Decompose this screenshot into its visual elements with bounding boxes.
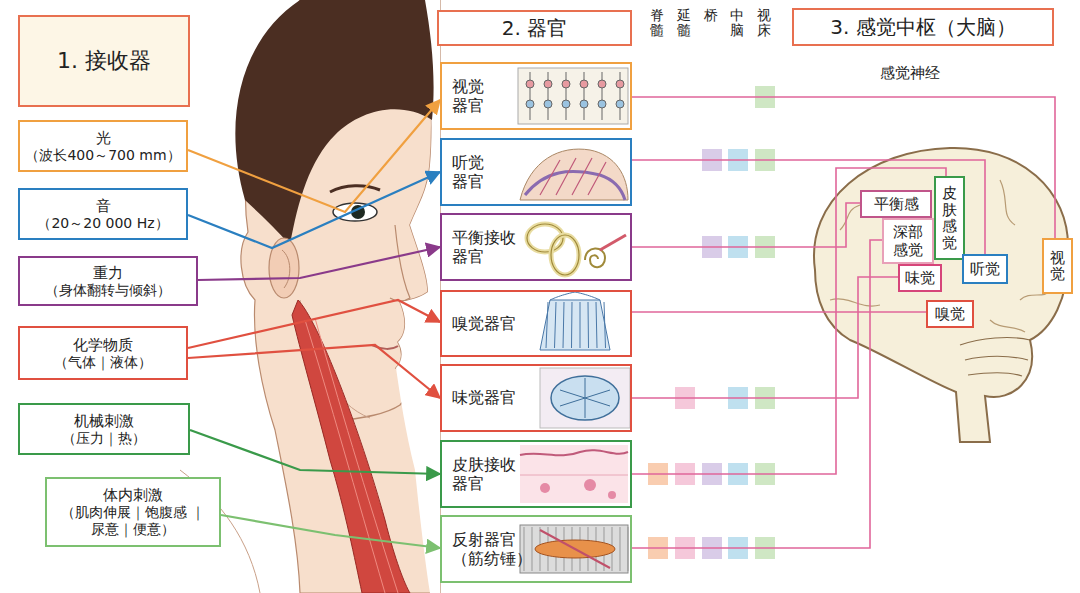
nose: [390, 225, 410, 301]
node-title: 视觉器官: [452, 77, 486, 115]
stimulus-arrow: [221, 515, 440, 548]
cortex-area: 深部感觉: [882, 218, 934, 264]
sensory-nerve: [632, 277, 898, 398]
node-note: （压力｜热）: [62, 430, 146, 447]
cortex-area: 平衡感: [860, 190, 932, 218]
node-title: 反射器官: [452, 530, 516, 549]
stimulus-arrow: [188, 172, 440, 248]
organ-box: 反射器官（筋纺锤）: [440, 515, 632, 583]
stimulus-box: 体内刺激（肌肉伸展｜饱腹感 ｜尿意｜便意）: [45, 477, 221, 547]
node-title: 皮肤感觉: [942, 185, 957, 251]
node-title: 体内刺激: [103, 486, 163, 504]
organ-box: 嗅觉器官: [440, 290, 632, 357]
node-title: 2. 器官: [502, 16, 567, 40]
eyebrow: [330, 186, 380, 192]
tastebud-illustration: [540, 368, 630, 428]
node-title: 化学物质: [73, 336, 133, 354]
retina-illustration: [518, 68, 628, 124]
stimulus-arrow: [190, 430, 440, 474]
sensory-nerve: [632, 203, 860, 247]
stimulus-arrow: [188, 345, 440, 398]
stimulus-box: 音（20～20 000 Hz）: [18, 188, 188, 240]
node-title: 机械刺激: [74, 412, 134, 430]
node-note: （身体翻转与倾斜）: [45, 282, 171, 299]
node-note: （筋纺锤）: [452, 549, 532, 568]
cortex-area: 皮肤感觉: [934, 176, 965, 260]
organ-box: 皮肤接收器官: [440, 440, 632, 508]
stimulus-arrow: [188, 100, 440, 212]
relay-marks: [648, 86, 775, 559]
vestibular-illustration: [527, 224, 626, 275]
ear-inner: [282, 250, 290, 288]
cortex-area: 听觉: [962, 254, 1008, 284]
section-heading: 3. 感觉中枢（大脑）: [792, 8, 1054, 46]
sensory-nerve: [632, 240, 882, 548]
stimulus-arrow: [198, 247, 440, 280]
organ-box: 视觉器官: [440, 62, 632, 130]
neck-muscle-fibre: [305, 318, 398, 593]
sensory-nerve: [632, 311, 926, 313]
column-header: 中脑: [730, 8, 744, 39]
cortex-area: 视觉: [1042, 238, 1073, 294]
node-title: 平衡接收器官: [452, 228, 519, 266]
node-title: 嗅觉器官: [452, 314, 516, 333]
section-heading: 2. 器官: [437, 10, 632, 46]
organ-box: 平衡接收器官: [440, 213, 632, 281]
stimulus-box: 化学物质（气体｜液体）: [18, 326, 188, 380]
sensory-nerve: [632, 168, 946, 474]
organ-box: 味觉器官: [440, 364, 632, 432]
node-title: 音: [96, 197, 111, 215]
column-header: 脊髓: [650, 8, 664, 39]
node-note: （波长400～700 mm）: [25, 147, 180, 164]
stimulus-box: 重力（身体翻转与倾斜）: [18, 256, 198, 306]
node-title: 深部感觉: [888, 223, 928, 259]
cortex-area: 味觉: [898, 264, 942, 292]
node-title: 光: [96, 129, 111, 147]
node-note: （气体｜液体）: [54, 354, 152, 371]
skin-illustration: [520, 445, 628, 503]
node-title: 皮肤接收器官: [452, 455, 519, 493]
node-title: 听觉: [970, 260, 1000, 278]
section-heading: 1. 接收器: [18, 15, 190, 107]
spindle-illustration: [520, 525, 628, 573]
stimulus-arrow: [188, 300, 440, 348]
stimulus-box: 机械刺激（压力｜热）: [18, 403, 190, 455]
column-header: 桥: [704, 8, 718, 23]
node-title: 味觉: [905, 269, 935, 287]
node-note: （20～20 000 Hz）: [37, 215, 168, 232]
node-title: 嗅觉: [935, 305, 965, 323]
cochlea-illustration: [520, 149, 628, 200]
neck-muscle: [292, 300, 410, 593]
node-title: 重力: [93, 264, 123, 282]
node-title: 平衡感: [874, 195, 919, 213]
annotation: 感觉神经: [880, 64, 940, 83]
column-header: 视床: [757, 8, 771, 39]
organ-box: 听觉器官: [440, 138, 632, 206]
node-title: 视觉: [1050, 250, 1065, 283]
node-title: 1. 接收器: [57, 48, 151, 74]
column-header: 延髓: [677, 8, 691, 39]
brain-cerebellum: [960, 338, 1030, 376]
node-title: 听觉器官: [452, 153, 486, 191]
node-title: 3. 感觉中枢（大脑）: [830, 15, 1015, 39]
node-title: 味觉器官: [452, 388, 516, 407]
stimulus-box: 光（波长400～700 mm）: [18, 120, 188, 172]
olfactory-illustration: [540, 292, 610, 350]
node-note: （肌肉伸展｜饱腹感 ｜尿意｜便意）: [51, 504, 215, 538]
cortex-area: 嗅觉: [926, 300, 974, 328]
